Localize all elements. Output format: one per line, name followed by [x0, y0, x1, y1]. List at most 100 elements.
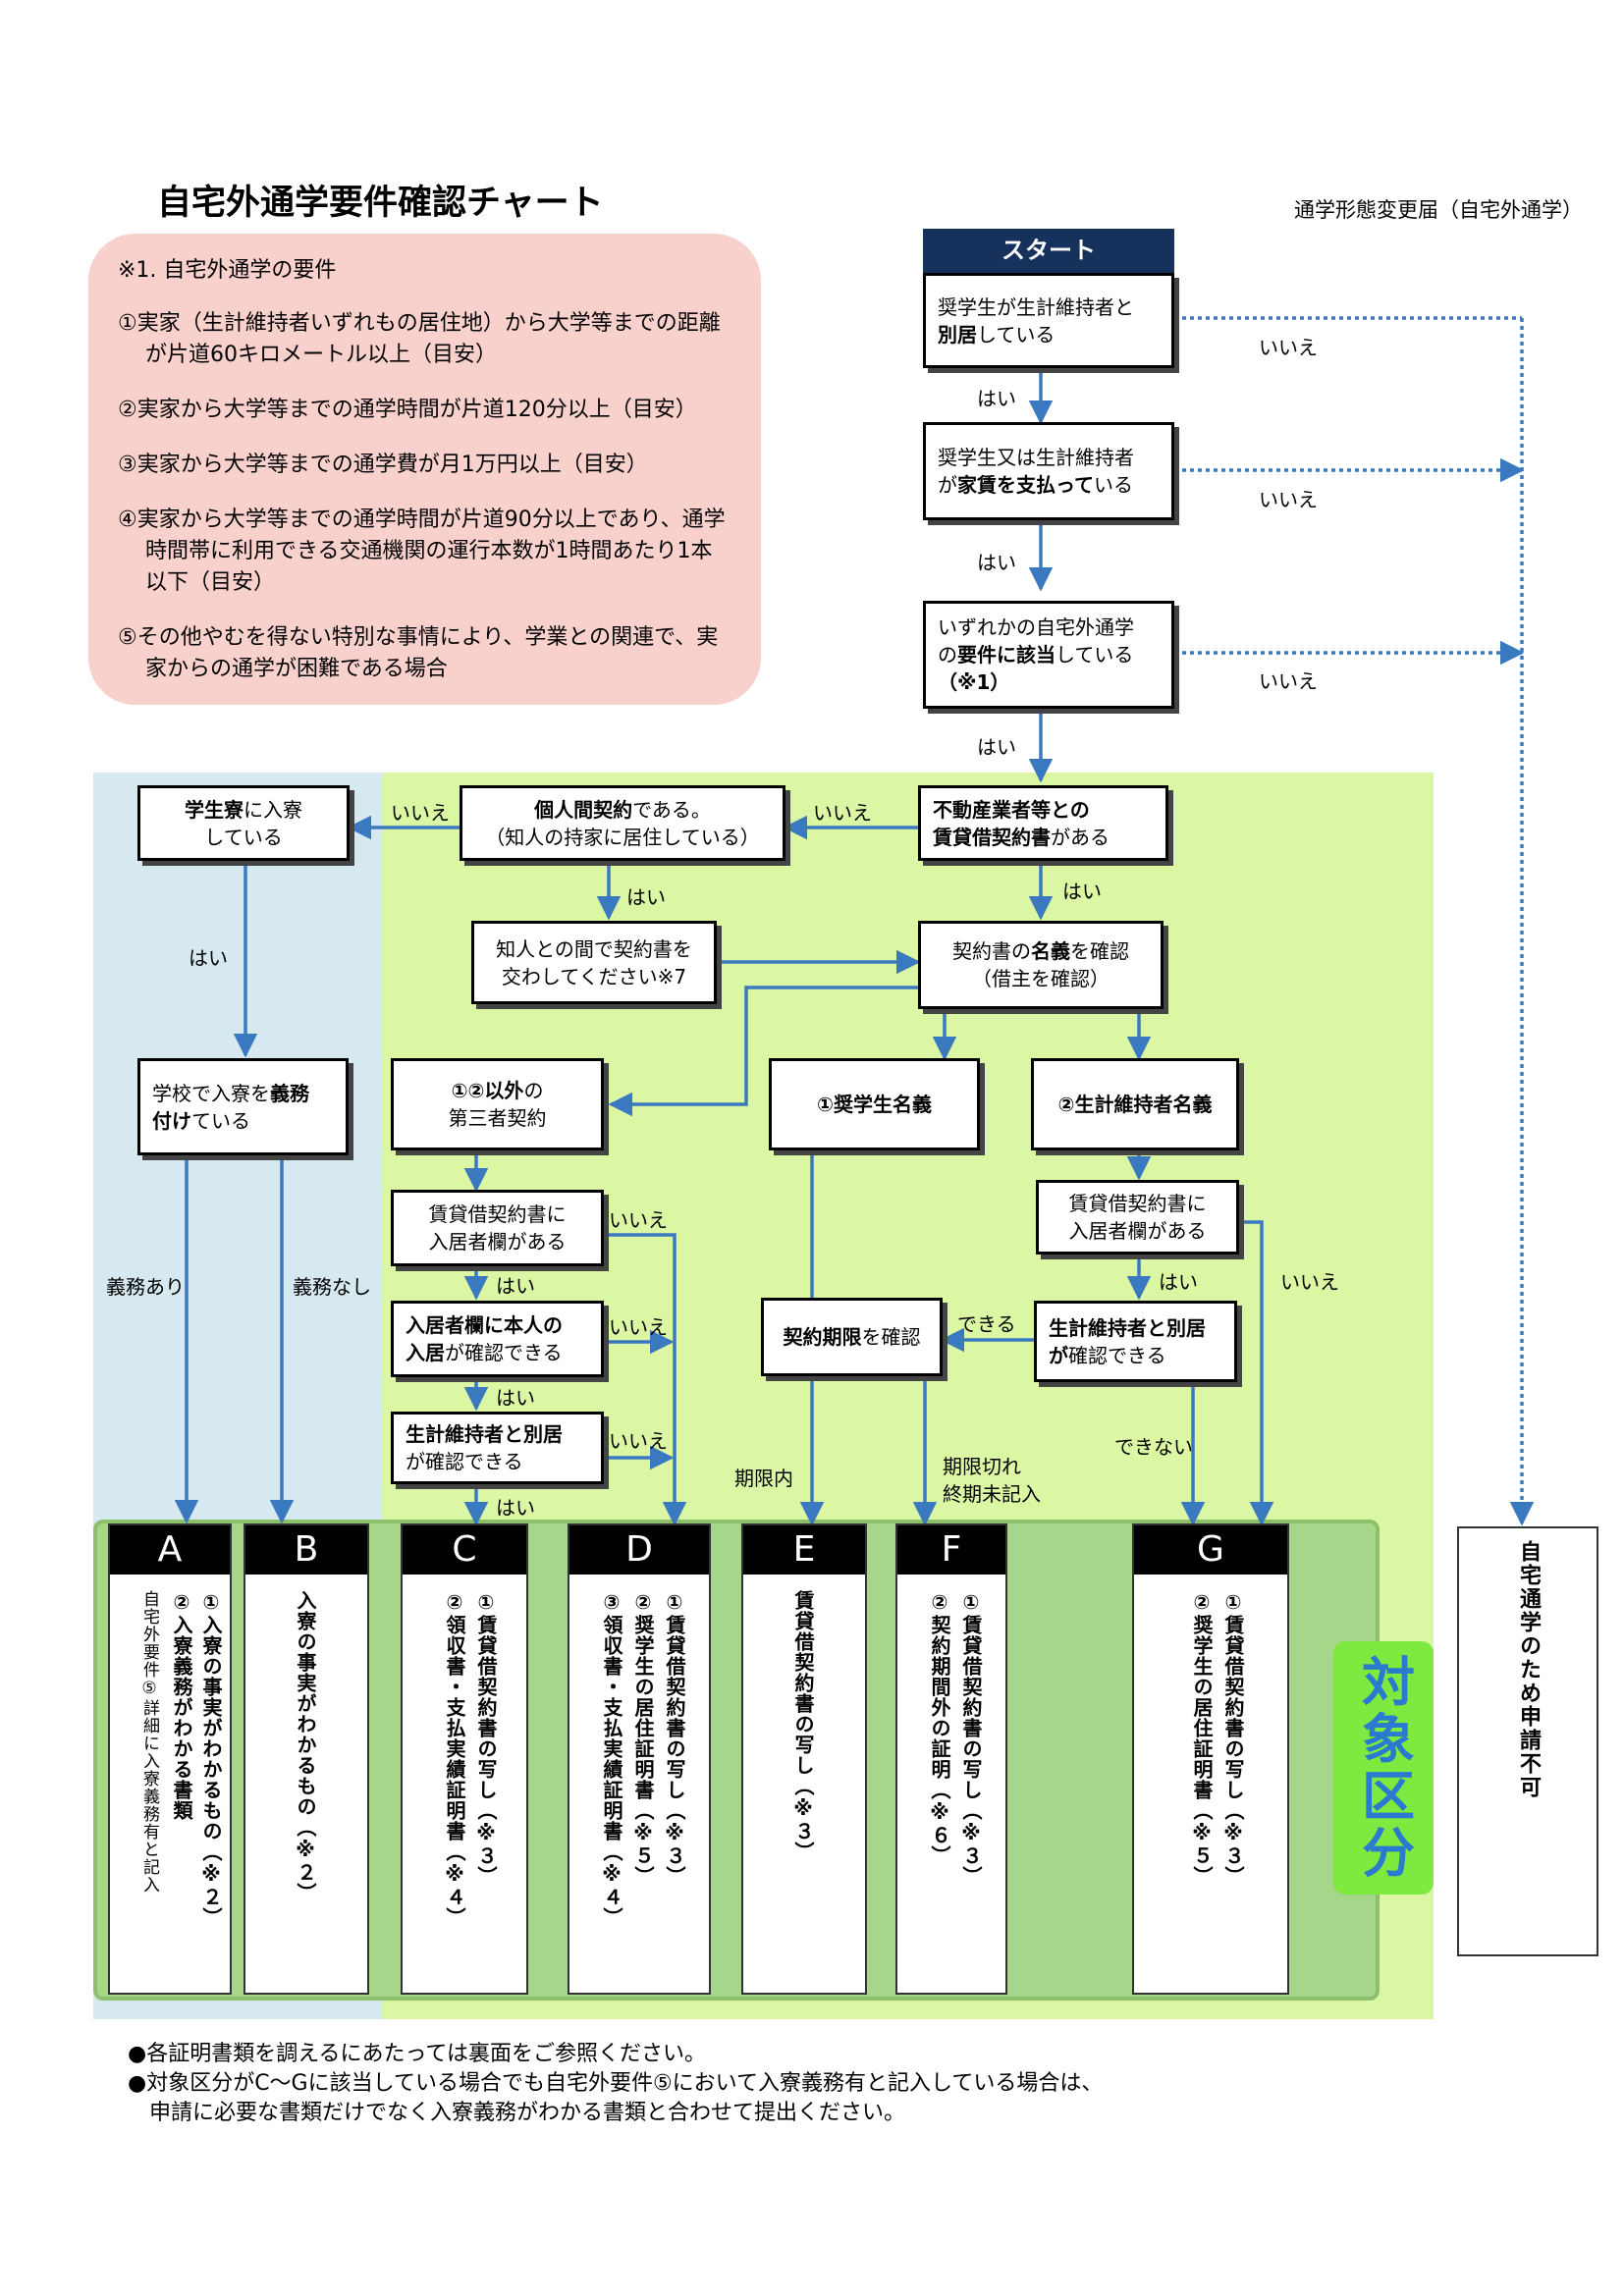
category-letter: D: [569, 1525, 709, 1575]
label-obligation-no: 義務なし: [293, 1275, 371, 1299]
category-letter: A: [110, 1525, 230, 1575]
category-f: F ①賃貸借契約書の写し（※３） ②契約期間外の証明（※６）: [895, 1523, 1007, 1995]
question-separate-from-supporter-2: 生計維持者と別居 が確認できる: [1034, 1301, 1237, 1382]
not-applicable-text: 自宅通学のため申請不可: [1516, 1540, 1541, 1799]
box-text-emphasis: 入居: [406, 1341, 445, 1364]
category-letter: C: [403, 1525, 526, 1575]
note-line: ●各証明書類を調えるにあたっては裏面をご参照ください。: [128, 2042, 706, 2066]
label-can: できる: [957, 1312, 1016, 1336]
question-tenant-column-2: 賃貸借契約書に 入居者欄がある: [1036, 1180, 1239, 1255]
label-no: いいえ: [1280, 1270, 1339, 1294]
label-within-term: 期限内: [734, 1467, 793, 1490]
box-text-emphasis: 契約期限: [783, 1325, 862, 1349]
label-yes: はい: [1062, 880, 1102, 903]
box-text: 奨学生又は生計維持者: [938, 446, 1134, 469]
box-text: 賃貸借契約書に: [1068, 1192, 1207, 1215]
box-text: が確認できる: [406, 1450, 523, 1473]
box-check-contract-name: 契約書の名義を確認 （借主を確認）: [918, 921, 1164, 1009]
label-cannot: できない: [1114, 1435, 1193, 1459]
note-line: 申請に必要な書類だけでなく入寮義務がわかる書類と合わせて提出ください。: [128, 2101, 906, 2125]
box-text: 入居者欄がある: [1068, 1219, 1207, 1243]
box-exchange-contract: 知人との間で契約書を 交わしてください※7: [471, 921, 717, 1004]
requirement-item: ④実家から大学等までの通学時間が片道90分以上であり、通学時間帯に利用できる交通…: [118, 507, 726, 595]
box-text: である。: [632, 797, 711, 822]
category-doc: ②領収書・支払実績証明書（※４）: [443, 1590, 466, 1928]
category-doc: ②奨学生の居住証明書（※５）: [1190, 1590, 1214, 1887]
category-doc: ①賃貸借契約書の写し（※３）: [1221, 1590, 1245, 1887]
target-category-label: 対象区分: [1333, 1641, 1434, 1895]
label-yes: はい: [626, 885, 666, 909]
category-a: A ①入寮の事実がわかるもの（※２） ②入寮義務がわかる書類 自宅外要件⑤詳細に…: [108, 1523, 232, 1995]
requirements-heading: ※1. 自宅外通学の要件: [118, 258, 337, 283]
label-no: いいえ: [1259, 336, 1318, 359]
label-yes: はい: [1159, 1270, 1198, 1294]
category-c: C ①賃貸借契約書の写し（※３） ②領収書・支払実績証明書（※４）: [401, 1523, 528, 1995]
box-text: の: [523, 1079, 544, 1102]
box-text: ている: [191, 1108, 250, 1133]
requirements-panel: ※1. 自宅外通学の要件 ①実家（生計維持者いずれもの居住地）から大学等までの距…: [88, 234, 761, 705]
not-applicable-box: 自宅通学のため申請不可: [1457, 1526, 1598, 1956]
form-name: 通学形態変更届（自宅外通学）: [1294, 198, 1583, 222]
box-text: 賃貸借契約書に: [428, 1202, 567, 1226]
box-text-emphasis: 付け: [152, 1108, 191, 1133]
box-third-party-contract: ①②以外の 第三者契約: [391, 1058, 604, 1150]
label-yes: はい: [496, 1496, 535, 1520]
question-separate-from-supporter: 生計維持者と別居 が確認できる: [391, 1412, 604, 1484]
category-g: G ①賃貸借契約書の写し（※３） ②奨学生の居住証明書（※５）: [1132, 1523, 1289, 1995]
notes: ●各証明書類を調えるにあたっては裏面をご参照ください。 ●対象区分がC～Gに該当…: [128, 2040, 1103, 2128]
box-text-emphasis: 名義: [1031, 939, 1070, 963]
label-yes: はい: [977, 551, 1016, 574]
box-text: 入居者欄がある: [428, 1230, 567, 1254]
question-meets-requirement: いずれかの自宅外通学 の要件に該当している （※1）: [923, 601, 1174, 709]
box-text: 知人との間で契約書を: [496, 936, 692, 961]
box-student-name: ①奨学生名義: [769, 1058, 980, 1150]
category-letter: F: [897, 1525, 1005, 1575]
box-check-contract-term: 契約期限を確認: [761, 1298, 943, 1376]
label-no: いいえ: [391, 801, 450, 825]
requirement-item: ②実家から大学等までの通学時間が片道120分以上（目安）: [118, 398, 697, 422]
box-text-emphasis: 個人間契約: [534, 797, 633, 822]
box-text-emphasis: 家賃を支払って: [957, 473, 1094, 497]
box-text: が確認できる: [445, 1341, 563, 1364]
note-line: ●対象区分がC～Gに該当している場合でも自宅外要件⑤において入寮義務有と記入して…: [128, 2071, 1104, 2096]
label-yes: はい: [496, 1386, 535, 1410]
box-text-emphasis: 生計維持者と別居: [406, 1422, 563, 1446]
box-text: がある: [1051, 825, 1110, 849]
category-doc: ③領収書・支払実績証明書（※４）: [600, 1590, 623, 1928]
label-no: いいえ: [609, 1315, 668, 1339]
box-text: を確認: [1070, 939, 1129, 963]
box-text-emphasis: 要件に該当: [957, 643, 1056, 667]
label-no: いいえ: [609, 1208, 668, 1232]
page-title: 自宅外通学要件確認チャート: [157, 184, 604, 223]
box-text: 確認できる: [1068, 1343, 1166, 1367]
category-doc: 賃貸借契約書の写し（※３）: [791, 1590, 815, 1862]
box-text: 奨学生が生計維持者と: [938, 294, 1134, 319]
question-pays-rent: 奨学生又は生計維持者 が家賃を支払っている: [923, 422, 1174, 520]
box-text-emphasis: 義務: [270, 1081, 309, 1105]
label-end-blank: 終期未記入: [943, 1482, 1041, 1506]
box-text-emphasis: 入居者欄に本人の: [406, 1313, 563, 1337]
category-doc: ②入寮義務がわかる書類: [170, 1590, 193, 1821]
box-text: いずれかの自宅外通学: [938, 615, 1134, 639]
category-d: D ①賃貸借契約書の写し（※３） ②奨学生の居住証明書（※５） ③領収書・支払実…: [568, 1523, 711, 1995]
box-text: に入寮: [244, 797, 302, 822]
category-doc: ②奨学生の居住証明書（※５）: [631, 1590, 655, 1887]
category-letter: G: [1134, 1525, 1287, 1575]
label-yes: はい: [496, 1274, 535, 1298]
question-personal-contract: 個人間契約である。 （知人の持家に居住している）: [460, 785, 785, 861]
requirement-item: ①実家（生計維持者いずれもの居住地）から大学等までの距離が片道60キロメートル以…: [118, 311, 721, 367]
category-doc: ①賃貸借契約書の写し（※３）: [663, 1590, 686, 1887]
requirement-item: ③実家から大学等までの通学費が月1万円以上（目安）: [118, 453, 648, 477]
box-text: の: [938, 643, 957, 667]
box-text: している: [977, 322, 1056, 347]
box-text-emphasis: 学生寮: [185, 797, 244, 822]
label-no: いいえ: [609, 1429, 668, 1453]
category-e: E 賃貸借契約書の写し（※３）: [741, 1523, 867, 1995]
box-text: している: [1056, 643, 1134, 667]
category-letter: E: [743, 1525, 865, 1575]
box-text: が: [938, 473, 957, 497]
question-separate-residence: 奨学生が生計維持者と 別居している: [923, 273, 1174, 368]
question-lease-contract: 不動産業者等との 賃貸借契約書がある: [918, 785, 1168, 861]
box-text: 第三者契約: [448, 1106, 547, 1130]
